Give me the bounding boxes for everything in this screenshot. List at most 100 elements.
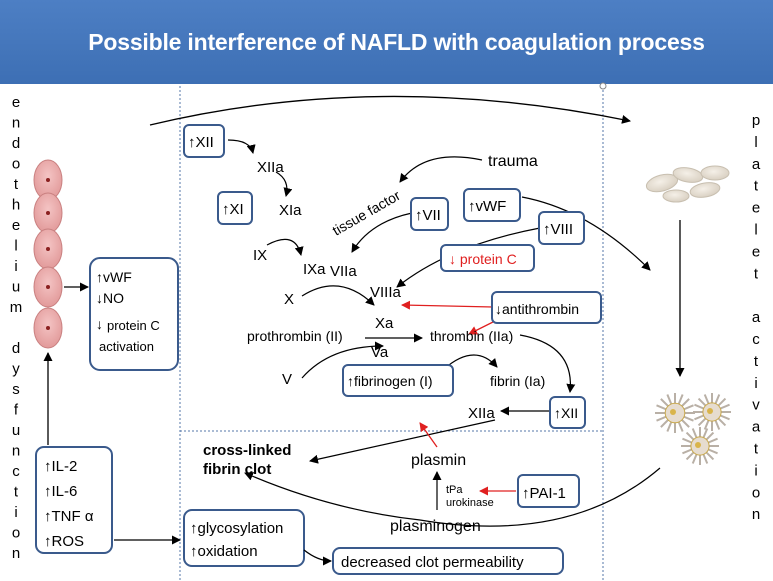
svg-text:↑IL-6: ↑IL-6 xyxy=(44,483,77,500)
glycosylation-box: ↑glycosylation ↑oxidation xyxy=(183,509,305,567)
right-label-letter: n xyxy=(752,506,760,523)
cascade-arrows xyxy=(227,139,661,527)
left-label-letter: m xyxy=(10,299,23,316)
glyco-to-permeability-arrow xyxy=(303,549,332,566)
svg-text:VIIIa: VIIIa xyxy=(370,284,402,301)
left-label-letter: s xyxy=(12,381,20,398)
svg-text:↑vWF: ↑vWF xyxy=(468,198,506,215)
right-label-letter: a xyxy=(752,309,761,326)
right-label-letter: e xyxy=(752,200,760,217)
svg-text:XIa: XIa xyxy=(279,202,302,219)
permeability-box: decreased clot permeability xyxy=(332,547,564,575)
fibrinolysis-labels: cross-linked fibrin clot plasmin tPa uro… xyxy=(203,442,566,535)
svg-text:cross-linked: cross-linked xyxy=(203,442,291,459)
right-label-letter: t xyxy=(754,441,759,458)
right-label-letter: i xyxy=(754,462,757,479)
svg-text:↑glycosylation: ↑glycosylation xyxy=(190,520,283,537)
left-label-letter: t xyxy=(14,176,19,193)
svg-text:VIIa: VIIa xyxy=(330,263,357,280)
factor-boxes xyxy=(183,124,602,508)
svg-text:X: X xyxy=(284,291,294,308)
right-label-letter: o xyxy=(752,484,760,501)
svg-text:fibrin clot: fibrin clot xyxy=(203,461,271,478)
right-label-letter: t xyxy=(754,353,759,370)
right-label-letter: i xyxy=(754,375,757,392)
svg-text:↑VII: ↑VII xyxy=(415,207,441,224)
right-label-letter: t xyxy=(754,178,759,195)
endothelium-to-platelet-arrow xyxy=(149,95,631,126)
right-label-letter: v xyxy=(752,397,760,414)
svg-text:↓antithrombin: ↓antithrombin xyxy=(495,301,579,317)
svg-text:activation: activation xyxy=(99,339,154,354)
activated-platelets-image xyxy=(655,393,731,465)
svg-text:IXa: IXa xyxy=(303,261,326,278)
inhibition-arrows xyxy=(401,300,516,496)
svg-text:plasminogen: plasminogen xyxy=(390,518,481,535)
svg-text:protein C: protein C xyxy=(107,318,160,333)
svg-text:tPa: tPa xyxy=(446,484,463,496)
right-label-letter: l xyxy=(754,222,757,239)
left-label-letter: e xyxy=(12,94,20,111)
cascade-labels: ↑XII XIIa ↑XI XIa IX IXa ↑VII VIIa ↑vWF … xyxy=(188,134,579,422)
left-label-letter: n xyxy=(12,545,20,562)
svg-text:↑XII: ↑XII xyxy=(554,405,578,421)
svg-text:Va: Va xyxy=(371,344,389,361)
left-label-letter: o xyxy=(12,156,20,173)
left-label-letter: i xyxy=(14,258,17,275)
corner-handle xyxy=(599,82,607,90)
right-label-letter: a xyxy=(752,419,761,436)
svg-text:prothrombin (II): prothrombin (II) xyxy=(247,328,343,344)
svg-text:urokinase: urokinase xyxy=(446,497,494,509)
svg-text:↑XII: ↑XII xyxy=(188,134,214,151)
left-label-letter: o xyxy=(12,525,20,542)
left-label-letter: d xyxy=(12,340,20,357)
activated-platelet xyxy=(655,393,695,433)
right-label-letter: p xyxy=(752,112,760,129)
svg-text:↑VIII: ↑VIII xyxy=(543,221,573,238)
svg-text:↑oxidation: ↑oxidation xyxy=(190,543,258,560)
svg-text:↑TNF α: ↑TNF α xyxy=(44,508,94,525)
right-label-letter: t xyxy=(754,265,759,282)
right-label-letter: l xyxy=(754,134,757,151)
svg-text:↑ROS: ↑ROS xyxy=(44,533,84,550)
svg-text:↑IL-2: ↑IL-2 xyxy=(44,458,77,475)
left-label-letter: u xyxy=(12,422,20,439)
left-label-letter: c xyxy=(12,463,20,480)
left-label-letter: f xyxy=(14,402,19,419)
svg-text:decreased clot permeability: decreased clot permeability xyxy=(341,554,524,571)
svg-text:thrombin (IIa): thrombin (IIa) xyxy=(430,328,513,344)
left-label-letter: n xyxy=(12,115,20,132)
left-label-letter: e xyxy=(12,217,20,234)
svg-text:plasmin: plasmin xyxy=(411,452,466,469)
right-label-letter: c xyxy=(752,331,760,348)
cytokines-box: ↑IL-2 ↑IL-6 ↑TNF α ↑ROS xyxy=(35,446,113,554)
svg-text:IX: IX xyxy=(253,247,267,264)
svg-text:↑fibrinogen (I): ↑fibrinogen (I) xyxy=(347,373,433,389)
svg-text:V: V xyxy=(282,371,292,388)
svg-text:↓: ↓ xyxy=(96,316,103,332)
right-label-letter: e xyxy=(752,243,760,260)
title-bar: Possible interference of NAFLD with coag… xyxy=(0,0,773,84)
svg-text:↑PAI-1: ↑PAI-1 xyxy=(522,485,566,502)
left-label-letter: l xyxy=(14,238,17,255)
svg-text:trauma: trauma xyxy=(488,153,538,170)
svg-text:fibrin (Ia): fibrin (Ia) xyxy=(490,373,545,389)
left-label-letter: n xyxy=(12,443,20,460)
svg-text:↓NO: ↓NO xyxy=(96,290,124,306)
left-label-letter: t xyxy=(14,484,19,501)
left-label-letter: d xyxy=(12,135,20,152)
endothelial-effects-box: ↑vWF ↓NO ↓ protein C activation xyxy=(89,257,179,371)
svg-text:↑XI: ↑XI xyxy=(222,201,244,218)
svg-text:↓ protein C: ↓ protein C xyxy=(449,251,517,267)
svg-text:↑vWF: ↑vWF xyxy=(96,269,132,285)
page-title: Possible interference of NAFLD with coag… xyxy=(88,28,705,55)
left-label-letter: y xyxy=(12,361,20,378)
endothelial-cells xyxy=(33,159,63,349)
resting-platelets-image xyxy=(645,165,730,203)
right-label-letter: a xyxy=(752,156,761,173)
svg-text:tissue factor: tissue factor xyxy=(330,187,404,239)
